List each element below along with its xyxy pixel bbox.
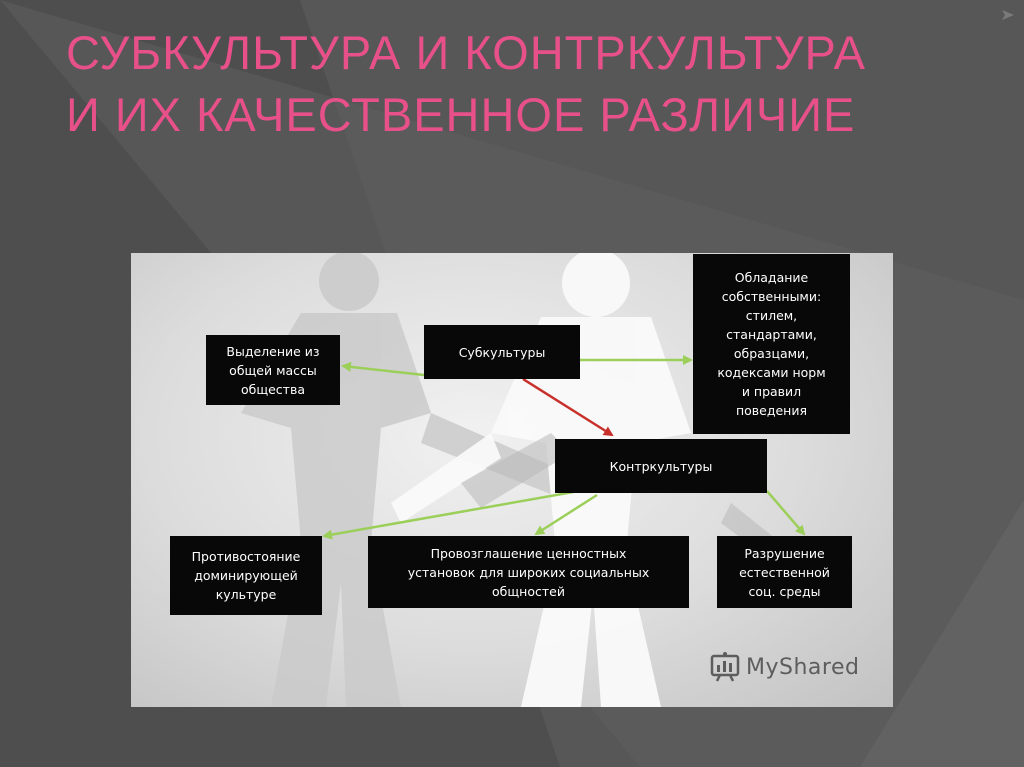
- arrow-subculture-to-separation: [341, 361, 425, 377]
- chart-board-icon: [710, 652, 740, 682]
- watermark-text: MyShared: [746, 654, 860, 680]
- node-counterculture: Контркультуры: [555, 439, 767, 493]
- node-opposition: Противостояние доминирующей культуре: [170, 536, 322, 615]
- node-proclamation: Провозглашение ценностных установок для …: [368, 536, 689, 608]
- slide-title: СУБКУЛЬТУРА И КОНТРКУЛЬТУРА И ИХ КАЧЕСТВ…: [66, 22, 1006, 146]
- arrow-subculture-to-counterculture: [522, 377, 614, 437]
- diagram-arrows: [322, 355, 806, 540]
- slide-title-line-1: СУБКУЛЬТУРА И КОНТРКУЛЬТУРА: [66, 26, 866, 79]
- arrow-counterculture-to-destruction: [766, 490, 806, 536]
- slide-title-line-2: И ИХ КАЧЕСТВЕННОЕ РАЗЛИЧИЕ: [66, 88, 856, 141]
- node-separation: Выделение из общей массы общества: [206, 335, 340, 405]
- arrow-counterculture-to-proclamation: [534, 493, 598, 536]
- myshared-watermark: MyShared: [709, 649, 859, 685]
- slide-arrow-icon: [1002, 10, 1014, 20]
- node-subculture: Субкультуры: [424, 325, 580, 379]
- node-destruction: Разрушение естественной соц. среды: [717, 536, 852, 608]
- node-ownership: Обладание собственными: стилем, стандарт…: [693, 254, 850, 434]
- diagram-panel: Выделение из общей массы общества Субкул…: [131, 253, 893, 707]
- arrow-counterculture-to-opposition: [322, 489, 580, 540]
